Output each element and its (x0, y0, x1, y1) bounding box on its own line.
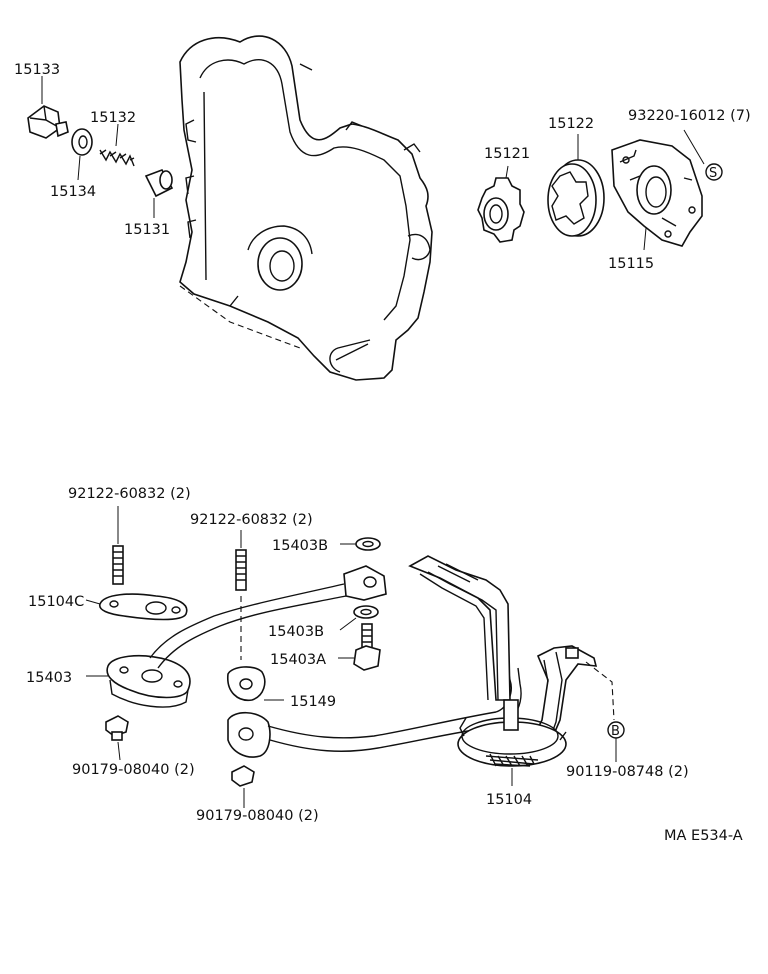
union-bolt-15403a (338, 623, 381, 671)
washer-15134 (71, 128, 93, 181)
label-15403b-top: 15403B (272, 538, 328, 554)
flange-15403 (86, 654, 191, 708)
washer-15403b-top (340, 537, 381, 551)
strainer-15104 (408, 555, 615, 786)
label-92122-left: 92122-60832 (2) (68, 486, 191, 502)
label-15131: 15131 (124, 222, 170, 238)
gasket-15104c (85, 593, 188, 621)
label-15403a: 15403A (270, 652, 326, 668)
label-15121: 15121 (484, 146, 530, 162)
label-15104c: 15104C (28, 594, 84, 610)
washer-15403b-mid (339, 605, 379, 631)
timing-cover (179, 35, 433, 381)
driven-rotor-15122 (547, 134, 605, 237)
label-92122-center: 92122-60832 (2) (190, 512, 313, 528)
relief-valve-15131 (144, 169, 174, 218)
bolt-90179-center (231, 765, 255, 808)
stud-bolt-left (112, 506, 124, 585)
bolt-90179-left (105, 715, 129, 761)
label-15122: 15122 (548, 116, 594, 132)
s-callout: S (705, 163, 723, 181)
label-90179-left: 90179-08040 (2) (72, 762, 195, 778)
label-15149: 15149 (290, 694, 336, 710)
s-callout-text: S (709, 166, 717, 181)
label-15132: 15132 (90, 110, 136, 126)
spring-15132 (99, 123, 135, 167)
stud-bolt-center (235, 530, 247, 660)
label-15403: 15403 (26, 670, 72, 686)
oil-pipe-upper (149, 565, 387, 669)
label-15104: 15104 (486, 792, 532, 808)
b-callout-text: B (611, 724, 620, 739)
drive-gear-15121 (477, 165, 525, 243)
label-15403b-mid: 15403B (268, 624, 324, 640)
b-callout: B (607, 721, 625, 762)
gasket-15149 (227, 666, 284, 701)
label-15134: 15134 (50, 184, 96, 200)
label-93220: 93220-16012 (7) (628, 108, 751, 124)
diagram-code: MA E534-A (664, 828, 743, 844)
label-90119: 90119-08748 (2) (566, 764, 689, 780)
label-15133: 15133 (14, 62, 60, 78)
pump-cover-plate-15115 (611, 129, 705, 251)
label-90179-center: 90179-08040 (2) (196, 808, 319, 824)
drain-plug-15133 (27, 76, 69, 139)
label-15115: 15115 (608, 256, 654, 272)
